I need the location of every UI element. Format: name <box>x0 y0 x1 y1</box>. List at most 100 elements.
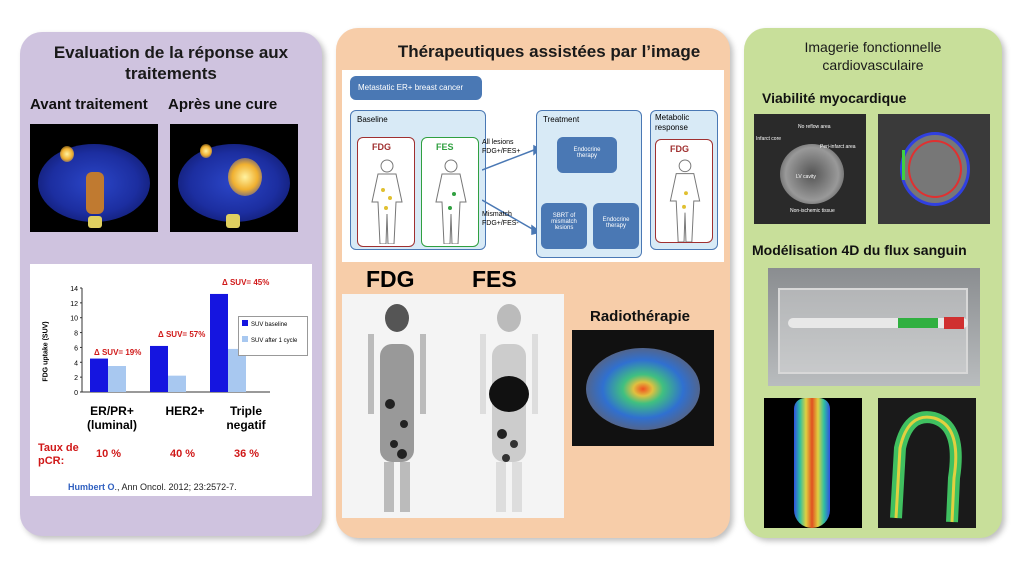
legend-after-label: SUV after 1 cycle <box>251 338 298 344</box>
mismatch-line1: Mismatch <box>482 211 512 218</box>
body-silhouette-icon <box>435 159 467 244</box>
fes-title: FES <box>472 266 517 292</box>
y-tick-label: 12 <box>70 301 78 308</box>
annotation-luminal: Δ SUV= 19% <box>94 348 142 357</box>
y-tick-label: 6 <box>74 345 78 352</box>
citation: Humbert O., Ann Oncol. 2012; 23:2572-7. <box>68 482 237 492</box>
citation-author: Humbert O <box>68 482 115 492</box>
citation-rest: ., Ann Oncol. 2012; 23:2572-7. <box>114 482 237 492</box>
radiotherapy-label: Radiothérapie <box>590 308 691 325</box>
fes-baseline-label: FES <box>436 142 454 152</box>
metabolic-line2: response <box>655 123 688 132</box>
mri-viability-image-2 <box>878 114 990 224</box>
radiotherapy-image <box>572 330 714 446</box>
pcr-label-line2: pCR: <box>38 455 65 467</box>
mri-label-peri-infarct: Peri-infarct area <box>820 144 856 150</box>
middle-panel: Thérapeutiques assistées par l’image Met… <box>336 28 730 538</box>
fdg-baseline-box: FDG <box>357 137 415 247</box>
bar-after-cycle <box>228 348 246 392</box>
chart-legend: SUV baseline SUV after 1 cycle <box>238 316 308 356</box>
y-tick-label: 0 <box>74 390 78 397</box>
sbrt-line1: SBRT of <box>552 213 576 219</box>
before-treatment-label: Avant traitement <box>30 96 148 113</box>
mri-viability-image-1: No reflow area Infarct core Peri-infarct… <box>754 114 866 224</box>
right-panel: Imagerie fonctionnelle cardiovasculaire … <box>744 28 1002 538</box>
endocrine-b-line2: therapy <box>605 223 626 229</box>
mri-label-lv-cavity: LV cavity <box>796 174 816 180</box>
category-her2: HER2+ <box>165 404 205 418</box>
category-triple: Triple negatif <box>216 404 276 432</box>
right-panel-title: Imagerie fonctionnelle cardiovasculaire <box>754 38 992 74</box>
metabolic-line1: Metabolic <box>655 113 690 122</box>
category-triple-line1: Triple <box>229 404 262 418</box>
bar-baseline <box>90 358 108 392</box>
mri-label-infarct-core: Infarct core <box>756 136 782 142</box>
baseline-box: Baseline FDG FES <box>350 110 486 250</box>
treatment-label: Treatment <box>543 115 580 124</box>
left-panel-title: Evaluation de la réponse aux traitements <box>53 43 289 83</box>
pcr-value-triple: 36 % <box>234 448 260 460</box>
y-tick-label: 10 <box>70 316 78 323</box>
y-tick-label: 4 <box>74 360 78 367</box>
all-lesions-line2: FDG+/FES+ <box>482 148 521 155</box>
fdg-baseline-label: FDG <box>372 142 391 152</box>
viability-label: Viabilité myocardique <box>762 90 907 106</box>
mri-label-non-ischemic: Non-ischemic tissue <box>790 208 835 214</box>
baseline-label: Baseline <box>357 115 388 124</box>
endocrine-b-line1: Endocrine <box>602 217 630 223</box>
endocrine-line2: therapy <box>576 153 597 159</box>
right-title-line2: cardiovasculaire <box>822 57 924 73</box>
fdg-mip-image <box>368 304 426 512</box>
category-luminal: ER/PR+ (luminal) <box>82 404 142 432</box>
legend-after-swatch <box>242 336 248 342</box>
flow-4d-image-1 <box>764 398 862 528</box>
after-cure-label: Après une cure <box>168 96 278 113</box>
all-lesions-line1: All lesions <box>482 139 514 146</box>
fdg-title: FDG <box>366 266 415 292</box>
flow-modeling-label: Modélisation 4D du flux sanguin <box>752 242 967 258</box>
pet-ct-before-image <box>30 124 158 232</box>
y-axis-label: FDG uptake (SUV) <box>42 321 50 382</box>
annotation-triple: Δ SUV= 45% <box>222 278 270 287</box>
left-panel: Evaluation de la réponse aux traitements… <box>20 32 322 536</box>
annotation-her2: Δ SUV= 57% <box>158 330 206 339</box>
y-tick-label: 14 <box>70 286 78 293</box>
fdg-response-label: FDG <box>670 144 689 154</box>
category-luminal-line1: ER/PR+ <box>90 404 134 418</box>
aorta-flow-graphic <box>890 411 962 523</box>
sbrt-line2: mismatch <box>551 219 577 225</box>
header-box: Metastatic ER+ breast cancer <box>350 76 482 100</box>
fes-baseline-box: FES <box>421 137 479 247</box>
sbrt-line3: lesions <box>554 225 574 231</box>
fdg-response-box: FDG <box>655 139 713 243</box>
flow-phantom-image <box>768 268 980 386</box>
pcr-value-luminal: 10 % <box>96 448 122 460</box>
middle-panel-title: Thérapeutiques assistées par l’image <box>397 42 701 61</box>
flow-4d-image-2 <box>878 398 976 528</box>
endocrine-line1: Endocrine <box>573 147 601 153</box>
fdg-fes-mip-images <box>342 294 564 518</box>
bar-after-cycle <box>108 366 126 392</box>
pcr-value-her2: 40 % <box>170 448 196 460</box>
bar-after-cycle <box>168 375 186 392</box>
pcr-label: Taux de pCR: <box>38 442 79 468</box>
fes-mip-image <box>480 304 538 512</box>
pet-ct-after-image <box>170 124 298 232</box>
suv-chart-panel: Δ SUV= 19% Δ SUV= 57% Δ SUV= 45% FDG upt… <box>30 264 312 496</box>
legend-baseline: SUV baseline <box>242 320 304 328</box>
pcr-label-line1: Taux de <box>38 442 79 454</box>
legend-after: SUV after 1 cycle <box>242 336 304 344</box>
y-tick-label: 2 <box>74 375 78 382</box>
body-silhouette-icon <box>371 159 403 244</box>
right-title-line1: Imagerie fonctionnelle <box>804 39 942 55</box>
mismatch-line2: FDG+/FES- <box>482 220 519 227</box>
